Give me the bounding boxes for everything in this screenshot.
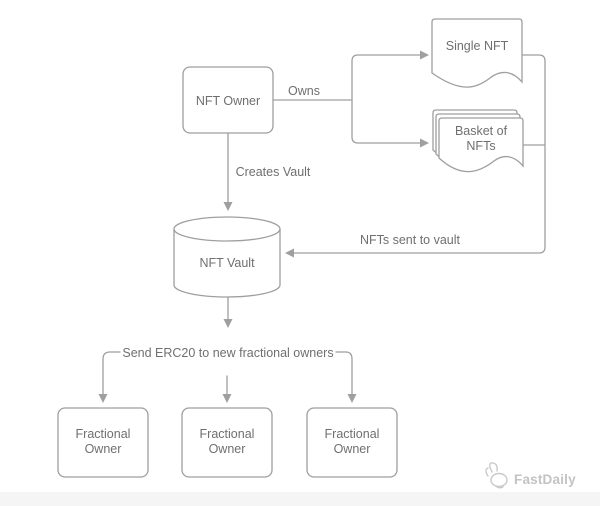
node-fractional-owner-2: Fractional Owner <box>181 407 273 478</box>
edge-owns-branch-single-nft <box>351 50 429 101</box>
node-fractional-owner-1: Fractional Owner <box>57 407 149 478</box>
node-label-fractional-owner-3-line1: Fractional <box>325 427 380 441</box>
footer-bar <box>0 492 600 506</box>
edge-label-creates-vault: Creates Vault <box>236 165 311 179</box>
edge-nfts-sent-to-vault: NFTs sent to vault <box>285 54 546 258</box>
node-label-basket-line2: NFTs <box>466 139 495 153</box>
edge-owns-branch-basket <box>351 99 429 148</box>
fastdaily-logo: FastDaily <box>485 462 576 489</box>
node-label-fractional-owner-1-line1: Fractional <box>76 427 131 441</box>
arrowhead-down-vault-in <box>223 202 233 211</box>
vault-cylinder-lid <box>173 228 281 242</box>
edge-vault-output <box>223 297 233 328</box>
node-label-single-nft: Single NFT <box>446 39 509 53</box>
arrowhead-right-basket <box>420 138 429 148</box>
edge-erc20-left <box>102 351 121 395</box>
node-label-fractional-owner-2-line1: Fractional <box>200 427 255 441</box>
node-nft-vault: NFT Vault <box>173 216 281 298</box>
node-fractional-owner-3: Fractional Owner <box>306 407 398 478</box>
arrowhead-left-vault <box>285 248 294 258</box>
node-label-fractional-owner-3-line2: Owner <box>334 442 371 456</box>
edge-owns: Owns <box>272 84 353 101</box>
node-label-nft-owner: NFT Owner <box>196 94 260 108</box>
arrowhead-right-single-nft <box>420 50 429 60</box>
edge-label-nfts-sent: NFTs sent to vault <box>360 233 461 247</box>
edge-send-erc20: Send ERC20 to new fractional owners <box>98 346 357 403</box>
node-label-nft-vault: NFT Vault <box>199 256 255 270</box>
arrowhead-down-owner-3 <box>347 394 357 403</box>
edge-label-owns: Owns <box>288 84 320 98</box>
edge-label-send-erc20: Send ERC20 to new fractional owners <box>122 346 333 360</box>
node-label-basket-line1: Basket of <box>455 124 508 138</box>
fastdaily-brand-text: FastDaily <box>514 472 576 487</box>
node-label-fractional-owner-1-line2: Owner <box>85 442 122 456</box>
arrowhead-down-vault-out <box>223 319 233 328</box>
node-basket-of-nfts: Basket of NFTs <box>432 109 524 173</box>
node-single-nft: Single NFT <box>431 18 523 88</box>
node-label-fractional-owner-2-line2: Owner <box>209 442 246 456</box>
edge-creates-vault: Creates Vault <box>223 132 311 211</box>
basket-page-front <box>438 117 524 173</box>
edge-erc20-right <box>335 351 353 395</box>
arrowhead-down-owner-2 <box>222 394 232 403</box>
node-nft-owner: NFT Owner <box>182 66 274 134</box>
fastdaily-logo-icon <box>485 462 508 489</box>
arrowhead-down-owner-1 <box>98 394 108 403</box>
